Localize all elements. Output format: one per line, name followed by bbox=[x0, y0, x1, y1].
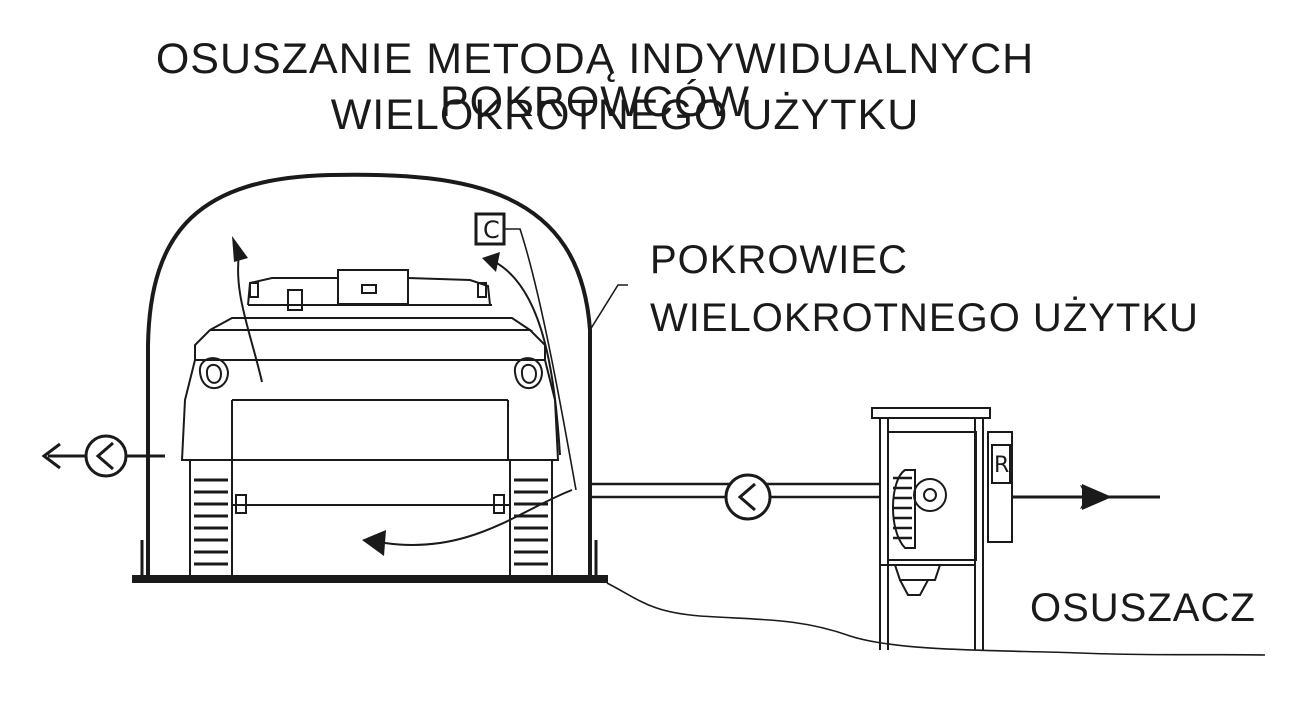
dehumidifier-unit bbox=[871, 407, 1013, 650]
ground-line bbox=[606, 582, 1266, 656]
dryer-box bbox=[991, 444, 1011, 484]
dehumidifier-fan-wheel bbox=[913, 478, 947, 512]
cover-base bbox=[132, 575, 608, 583]
dryer-box-label: R bbox=[994, 453, 1009, 478]
vehicle-wheel-right bbox=[509, 459, 553, 579]
cover-label-line-2: WIELOKROTNEGO UŻYTKU bbox=[650, 296, 1199, 340]
cover-leader-line bbox=[589, 284, 628, 331]
armored-vehicle bbox=[180, 269, 560, 579]
dehumidifier-coil bbox=[893, 476, 912, 540]
vehicle-periscope bbox=[287, 289, 303, 311]
airflow-arrow-up-right bbox=[494, 261, 561, 456]
vehicle-turret bbox=[337, 269, 409, 305]
cover-label-line-1: POKROWIEC bbox=[650, 238, 908, 282]
sensor-box bbox=[474, 212, 506, 246]
check-valve-icon bbox=[84, 434, 128, 478]
dryer-label: OSUSZACZ bbox=[1030, 586, 1256, 630]
vehicle-antenna-mount-right bbox=[477, 282, 487, 298]
diagram-title-line-2: WIELOKROTNEGO UŻYTKU bbox=[330, 91, 920, 139]
reusable-cover bbox=[146, 172, 592, 578]
vehicle-wheel-left bbox=[189, 459, 233, 579]
airflow-arrow-icon bbox=[232, 236, 248, 262]
arrow-left-icon bbox=[41, 442, 61, 470]
check-valve-icon bbox=[724, 473, 772, 521]
airflow-arrow-bottom bbox=[384, 489, 573, 546]
sensor-box-label: C bbox=[483, 216, 500, 244]
vehicle-antenna-mount-left bbox=[249, 282, 259, 298]
vehicle-tire-treads bbox=[194, 478, 548, 566]
vehicle-headlight-left bbox=[198, 357, 230, 390]
dehumidifier-control-box bbox=[987, 431, 1013, 543]
diagram-title-line-1: OSUSZANIE METODĄ INDYWIDUALNYCH POKROWCÓ… bbox=[155, 35, 1035, 126]
vehicle-turret-hatch bbox=[361, 284, 377, 294]
airflow-arrow-up-left bbox=[237, 247, 263, 383]
vehicle-headlight-right bbox=[513, 357, 544, 390]
sensor-cable bbox=[504, 228, 577, 491]
